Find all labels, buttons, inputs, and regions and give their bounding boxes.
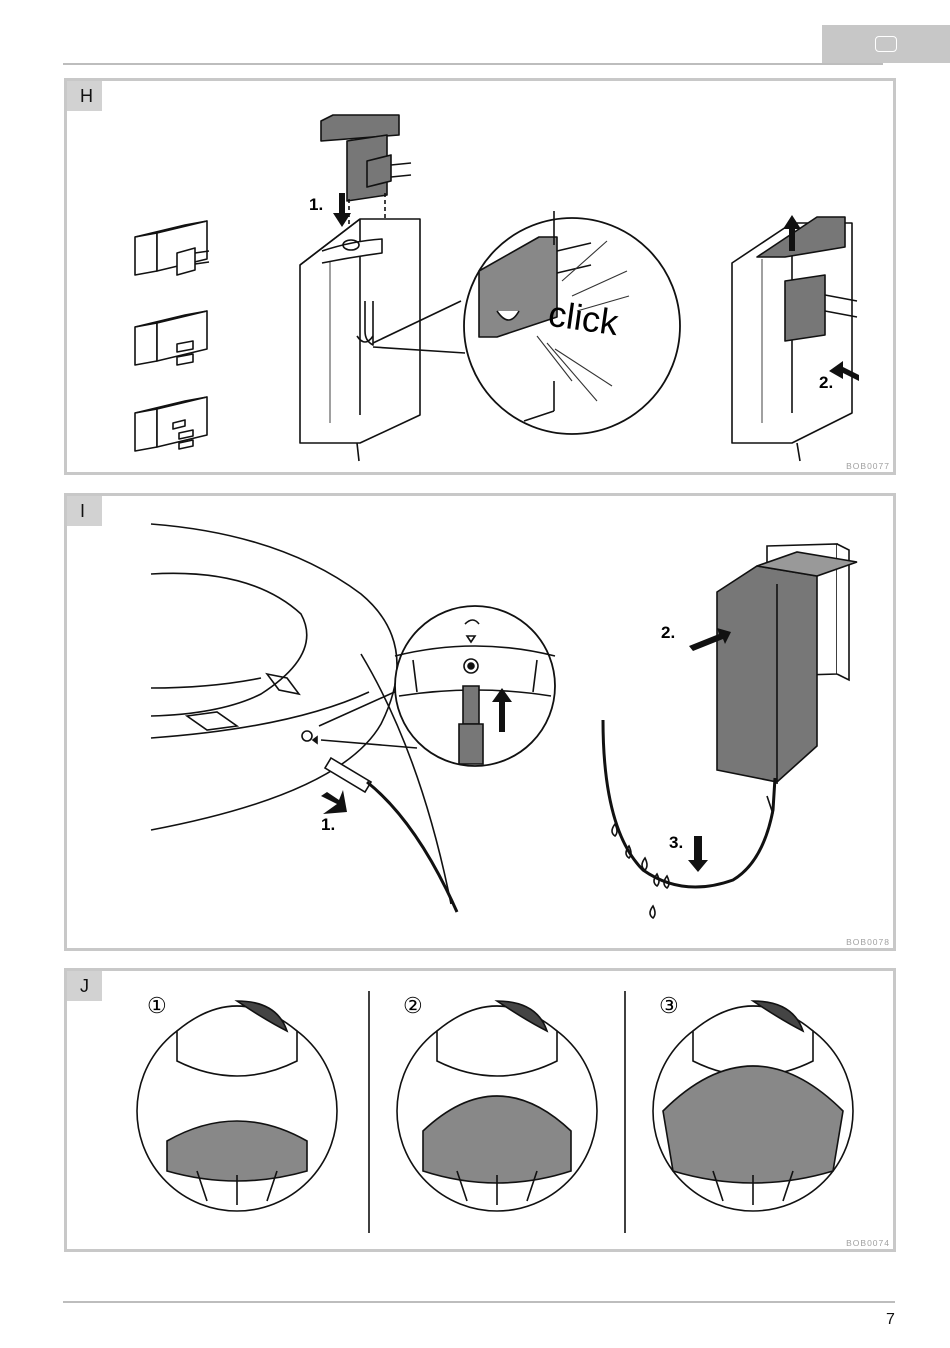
step-3-label: 3. [669,833,683,852]
plant-growth-aquarium-icon [653,1001,853,1211]
header-tab [822,25,950,63]
power-adapter-removal [732,217,857,461]
plant-growth-aquarium-icon [137,1001,337,1211]
power-connection-illustration: 1. 2. 3. [67,496,893,948]
eu-plug-adapter-insert [321,115,411,201]
figure-code: BOB0077 [846,461,890,471]
panel-j: ① ② ③ J BOB0074 [64,968,896,1252]
step-1-label: 1. [321,815,335,834]
eu-plug-adapter-icon [135,221,209,275]
panel-letter: I [67,496,102,526]
panel-letter: J [67,971,102,1001]
footer-rule [63,1301,895,1303]
step-2-label: 2. [819,373,833,392]
stage-1-label: ① [147,993,167,1018]
panel-h: 1. 2. click H BOB0077 [64,78,896,475]
panel-i: 1. 2. 3. I BOB0078 [64,493,896,951]
uk-plug-adapter-icon [135,397,207,451]
page-number: 7 [886,1311,895,1329]
figure-code: BOB0074 [846,1238,890,1248]
step-1-label: 1. [309,195,323,214]
magnifier-callout-icon [395,606,555,766]
stage-3-label: ③ [659,993,679,1018]
plant-growth-aquarium-icon [397,1001,597,1211]
step-2-label: 2. [661,623,675,642]
us-plug-adapter-icon [135,311,207,365]
figure-code: BOB0078 [846,937,890,947]
dc-plug-icon [325,758,457,912]
plant-growth-illustration: ① ② ③ [67,971,893,1249]
header-rule [63,63,883,65]
power-adapter-icon [300,219,420,461]
plug-adapter-illustration: 1. 2. click [67,81,893,472]
rounded-rectangle-icon [875,36,897,52]
stage-2-label: ② [403,993,423,1018]
panel-letter: H [67,81,102,111]
